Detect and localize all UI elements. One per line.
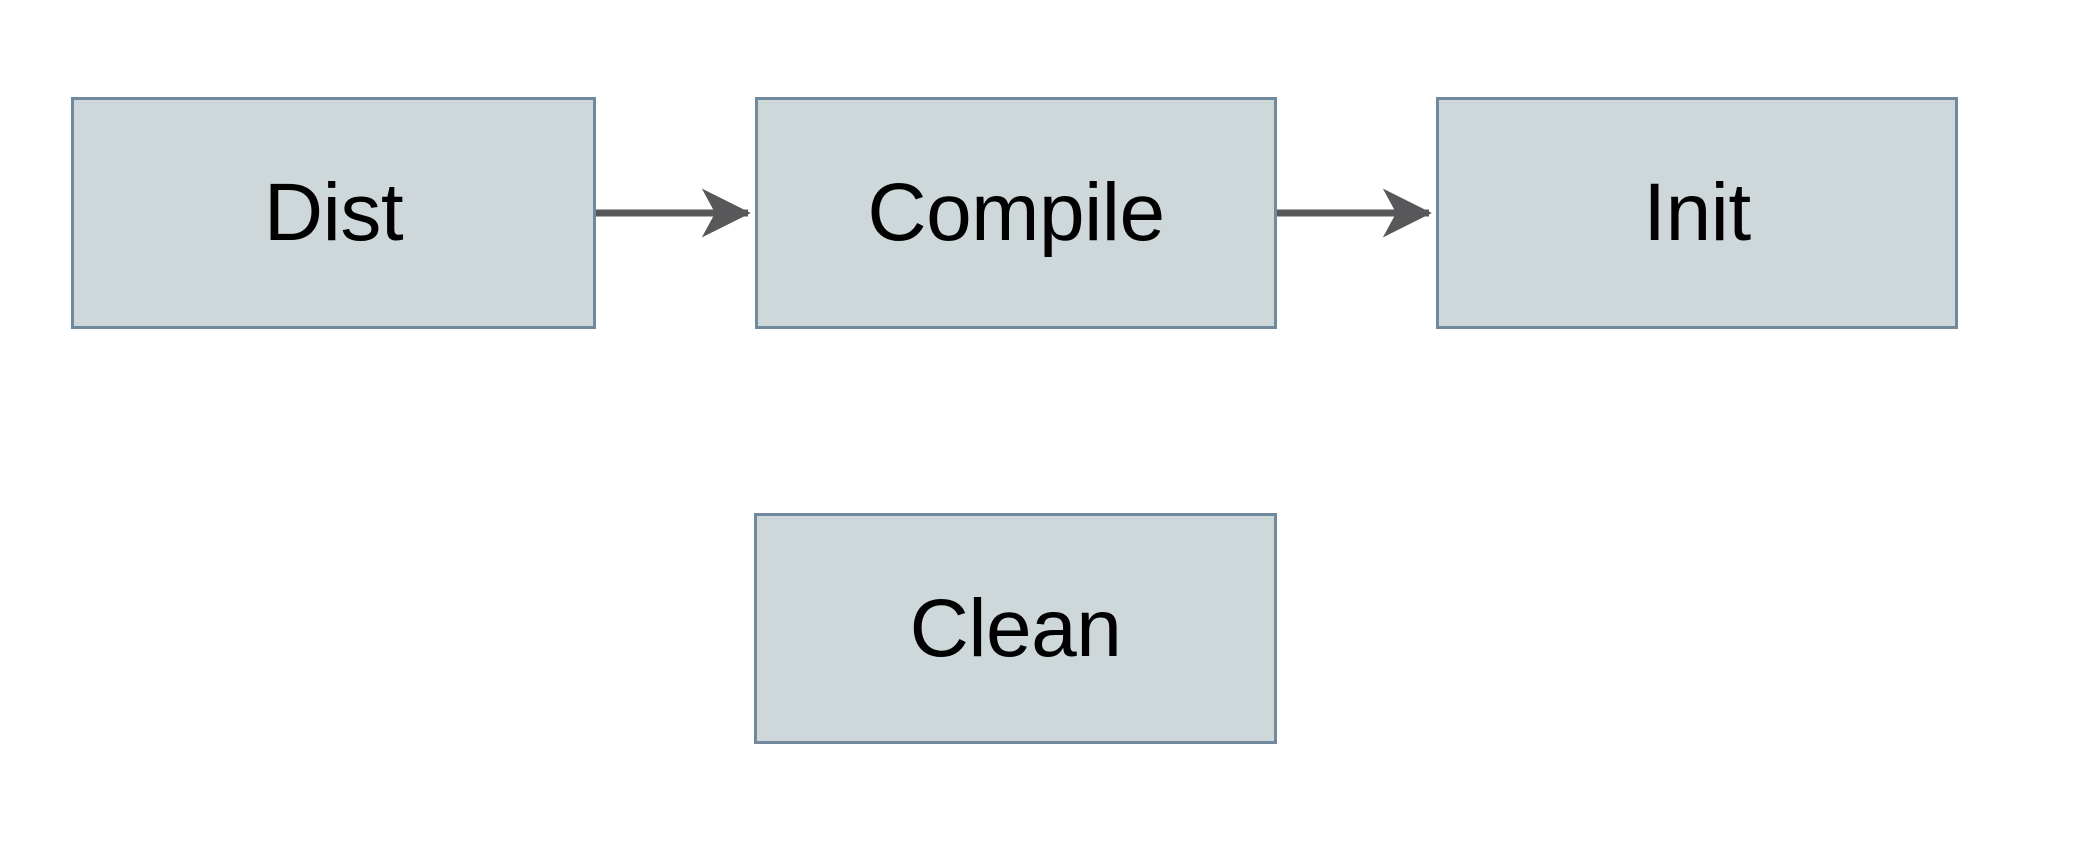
node-compile[interactable]: Compile	[755, 97, 1277, 329]
node-init-label: Init	[1643, 167, 1751, 258]
node-compile-label: Compile	[867, 167, 1165, 258]
node-dist[interactable]: Dist	[71, 97, 596, 329]
node-clean[interactable]: Clean	[754, 513, 1277, 744]
node-init[interactable]: Init	[1436, 97, 1958, 329]
node-clean-label: Clean	[909, 582, 1122, 674]
node-dist-label: Dist	[263, 167, 404, 258]
